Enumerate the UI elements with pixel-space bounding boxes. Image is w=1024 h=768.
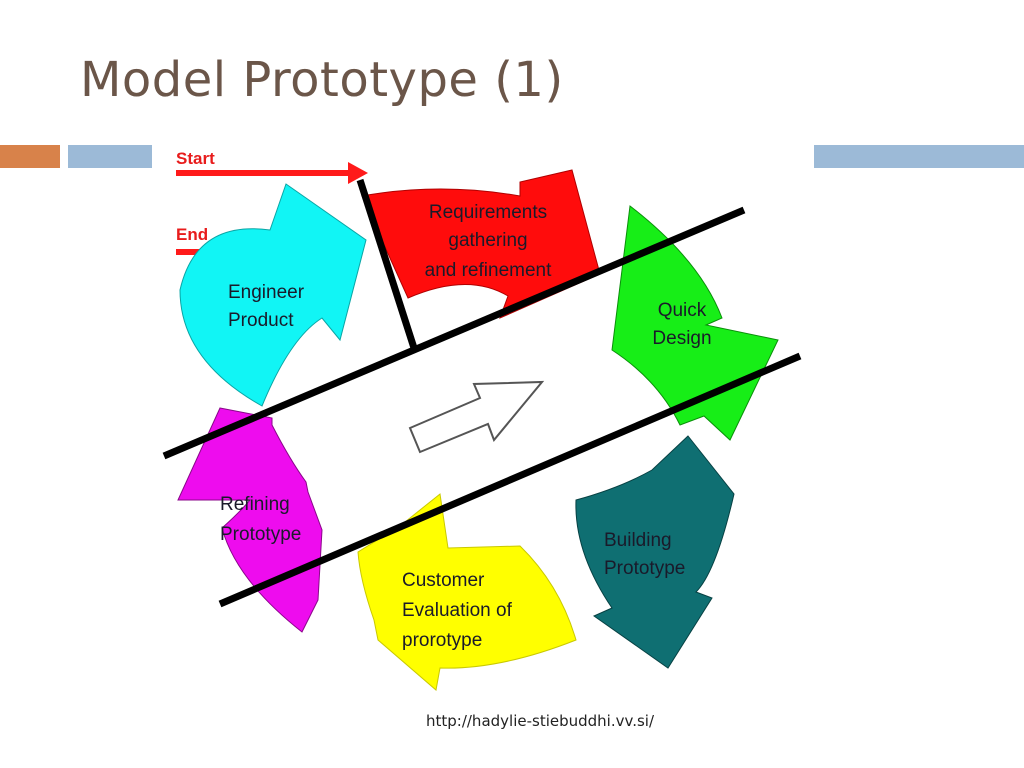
start-arrow [176, 162, 368, 184]
customer-evaluation-label-line-1: Customer [402, 570, 485, 591]
building-prototype-arrow [575, 435, 735, 669]
engineer-product-label-line-1: Engineer [228, 282, 305, 303]
engineer-product-label-line-2: Product [228, 310, 294, 331]
customer-evaluation-label-line-3: prorotype [402, 630, 482, 651]
boundary-line-top [162, 206, 746, 460]
source-url: http://hadylie-stiebuddhi.vv.si/ [425, 712, 655, 730]
quick-design-label-line-1: Quick [658, 300, 707, 321]
quick-design-arrow [611, 205, 779, 441]
engineer-product-label: Engineer Product [228, 282, 305, 331]
requirements-arrow [361, 169, 601, 319]
building-prototype-label-line-1: Building [604, 530, 672, 551]
accent-bar-orange [0, 145, 60, 168]
slide-title: Model Prototype (1) [80, 52, 564, 108]
quick-design-label-line-2: Design [652, 328, 711, 349]
requirements-label-line-3: and refinement [425, 260, 552, 281]
engineer-product-arrow [179, 183, 367, 407]
refining-prototype-label: Refining Prototype [220, 494, 301, 545]
requirements-label-line-2: gathering [448, 230, 527, 251]
start-divider-line [356, 178, 418, 350]
end-label: End [176, 225, 208, 244]
requirements-label-line-1: Requirements [429, 202, 547, 223]
customer-evaluation-label-line-2: Evaluation of [402, 600, 513, 621]
refining-prototype-label-line-1: Refining [220, 494, 290, 515]
refining-prototype-label-line-2: Prototype [220, 524, 301, 545]
customer-evaluation-arrow [357, 493, 577, 691]
requirements-label: Requirements gathering and refinement [425, 202, 552, 281]
building-prototype-label-line-2: Prototype [604, 558, 685, 579]
accent-bar-blue-left [68, 145, 152, 168]
accent-bar-blue-right [814, 145, 1024, 168]
progress-arrow-icon [408, 380, 545, 454]
quick-design-label: Quick Design [652, 300, 711, 349]
customer-evaluation-label: Customer Evaluation of prorotype [402, 570, 513, 651]
boundary-line-bottom [218, 352, 802, 608]
start-label: Start [176, 149, 215, 168]
building-prototype-label: Building Prototype [604, 530, 685, 579]
